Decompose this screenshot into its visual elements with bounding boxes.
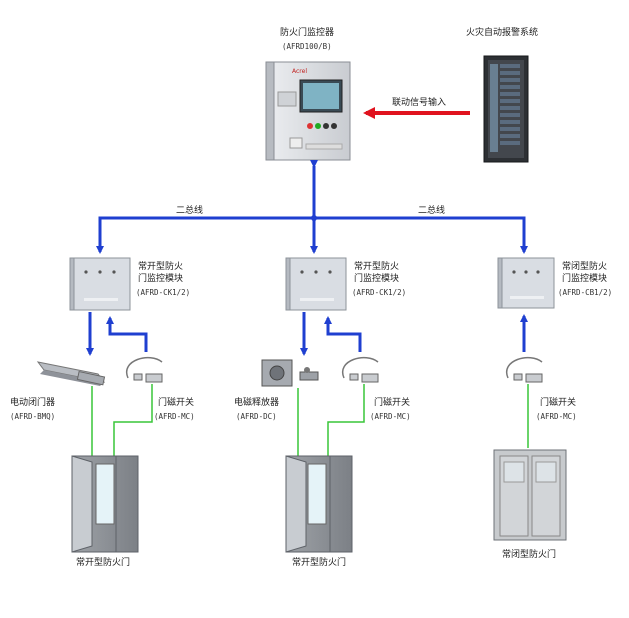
module-2-title2: 门监控模块 xyxy=(354,274,400,284)
module-3-title: 常闭型防火 xyxy=(562,262,608,272)
module-box-2 xyxy=(285,257,347,311)
module-3-title2: 门监控模块 xyxy=(562,274,608,284)
alarm-rack xyxy=(483,55,529,163)
bus-label-left: 二总线 xyxy=(176,206,204,216)
door-1 xyxy=(71,455,139,553)
controller-cabinet xyxy=(265,61,351,161)
bus-label-right: 二总线 xyxy=(418,206,446,216)
magnetic-switch-1 xyxy=(125,356,163,383)
device-arrows xyxy=(86,312,528,356)
bus-lines xyxy=(96,160,528,254)
magnetic-switch-3-title: 门磁开关 xyxy=(540,398,577,408)
door-2 xyxy=(285,455,353,553)
magnetic-switch-2-title: 门磁开关 xyxy=(374,398,411,408)
magnetic-switch-1-model: (AFRD-MC) xyxy=(154,412,195,421)
door-closer-title: 电动闭门器 xyxy=(10,398,56,408)
controller-model: (AFRD100/B) xyxy=(282,42,332,51)
door-1-label: 常开型防火门 xyxy=(76,558,131,568)
module-1-title2: 门监控模块 xyxy=(138,274,184,284)
linkage-label: 联动信号输入 xyxy=(392,98,447,108)
magnetic-switch-3 xyxy=(505,356,543,383)
door-3-label: 常闭型防火门 xyxy=(502,550,557,560)
module-box-3 xyxy=(497,257,555,309)
magnetic-switch-1-title: 门磁开关 xyxy=(158,398,195,408)
module-1-model: (AFRD-CK1/2) xyxy=(136,288,191,297)
module-1-title: 常开型防火 xyxy=(138,262,184,272)
module-3-model: (AFRD-CB1/2) xyxy=(558,288,613,297)
brand-logo: Acrel xyxy=(292,68,307,75)
magnetic-switch-2 xyxy=(341,356,379,383)
release-model: (AFRD-DC) xyxy=(236,412,277,421)
bus-junction xyxy=(311,215,317,221)
module-2-title: 常开型防火 xyxy=(354,262,400,272)
green-wires xyxy=(91,384,529,462)
electromagnetic-release-device xyxy=(261,359,319,387)
door-closer-model: (AFRD-BMQ) xyxy=(10,412,56,421)
release-title: 电磁释放器 xyxy=(234,398,280,408)
magnetic-switch-3-model: (AFRD-MC) xyxy=(536,412,577,421)
module-box-1 xyxy=(69,257,131,311)
alarm-system-title: 火灾自动报警系统 xyxy=(466,28,539,38)
controller-title: 防火门监控器 xyxy=(280,28,335,38)
door-closer-device xyxy=(36,361,106,386)
door-3 xyxy=(493,449,567,541)
door-2-label: 常开型防火门 xyxy=(292,558,347,568)
module-2-model: (AFRD-CK1/2) xyxy=(352,288,407,297)
magnetic-switch-2-model: (AFRD-MC) xyxy=(370,412,411,421)
